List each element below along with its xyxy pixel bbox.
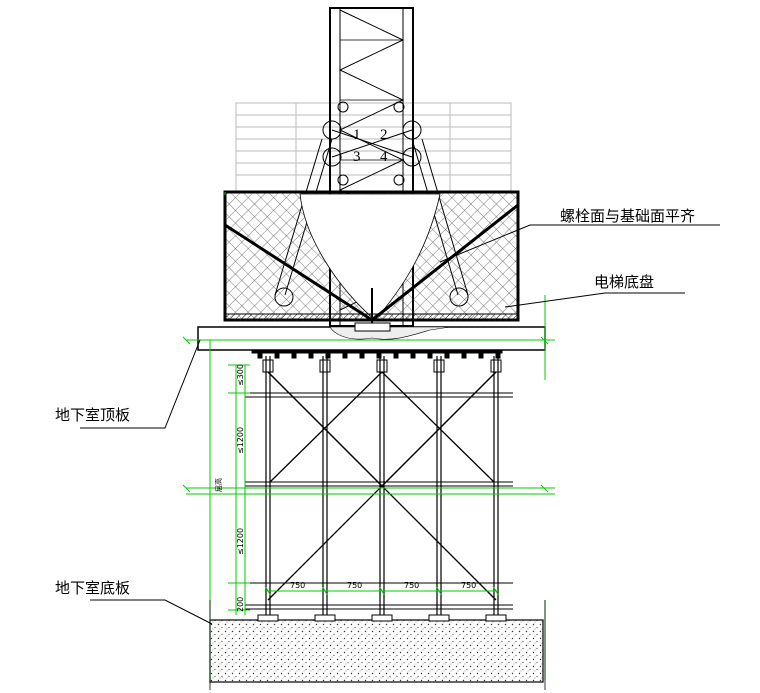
bolt-number-3: 3 xyxy=(353,149,361,165)
basement-floor-slab xyxy=(209,614,544,683)
dim-floor-height: 层高 xyxy=(214,478,223,492)
scaffold-braces xyxy=(267,371,497,601)
dim-bay-3: 750 xyxy=(404,581,419,590)
elevator-foundation xyxy=(223,190,520,326)
dimension-texts: ≤300 ≤1200 ≤1200 200 层高 750 750 750 750 xyxy=(214,364,476,612)
dim-top-gap: ≤300 xyxy=(236,364,245,386)
elevator-cage-outline xyxy=(235,102,512,192)
label-basement-floor: 地下室底板 xyxy=(55,579,130,597)
dim-bay-1: 750 xyxy=(290,581,305,590)
dimension-lines xyxy=(182,192,555,680)
bolt-number-1: 1 xyxy=(353,127,361,143)
dim-bottom-gap: 200 xyxy=(236,597,245,612)
dim-upper-span: ≤1200 xyxy=(236,427,245,454)
post-tops xyxy=(262,359,502,373)
bolt-number-2: 2 xyxy=(380,127,388,143)
dim-bay-2: 750 xyxy=(347,581,362,590)
annotation-leaders xyxy=(80,224,720,625)
dim-bay-4: 750 xyxy=(461,581,476,590)
dim-lower-span: ≤1200 xyxy=(236,528,245,555)
annotation-labels: 螺栓面与基础面平齐 电梯底盘 地下室顶板 地下室底板 xyxy=(55,207,695,597)
label-basement-roof: 地下室顶板 xyxy=(55,406,130,424)
mast-bolts xyxy=(322,101,422,186)
label-bolt-surface: 螺栓面与基础面平齐 xyxy=(560,207,695,225)
basement-roof-slab xyxy=(197,322,546,351)
bolt-number-4: 4 xyxy=(380,149,388,165)
shoring-heads xyxy=(251,349,503,359)
label-elevator-base: 电梯底盘 xyxy=(594,273,654,291)
bolt-number-labels: 1 2 3 4 xyxy=(353,127,388,165)
extension-lines xyxy=(209,600,546,690)
